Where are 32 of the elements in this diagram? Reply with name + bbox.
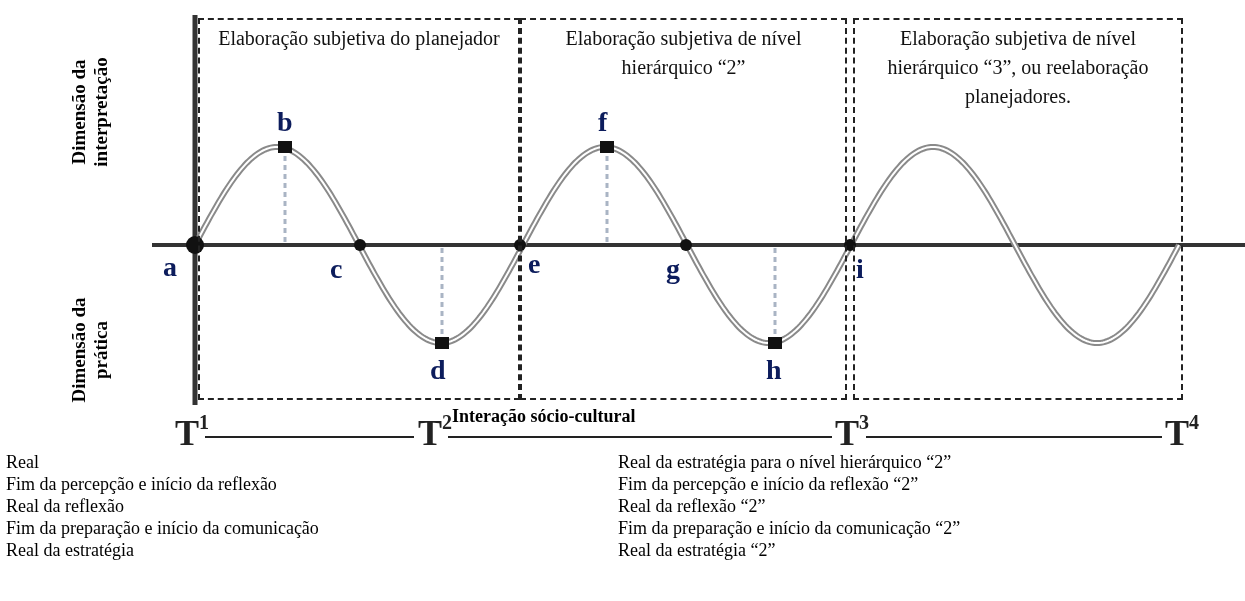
description-text: Real da estratégia bbox=[6, 539, 134, 561]
phase-title: Elaboração subjetiva de nível hierárquico “2” bbox=[564, 26, 803, 81]
point-label: g bbox=[666, 255, 680, 283]
point-label: i bbox=[856, 255, 864, 283]
point-label: b bbox=[277, 108, 293, 136]
time-label: T$^{2}$ bbox=[418, 411, 452, 451]
point-label: h bbox=[766, 356, 782, 384]
dashed-phase-box bbox=[853, 18, 1183, 400]
time-label: T$^{1}$ bbox=[175, 410, 209, 451]
time-label: T$^{4}$ bbox=[1165, 410, 1199, 451]
axis-title: Dimensão da interpretação bbox=[68, 56, 112, 169]
description-text: Fim da percepção e início da reflexão bbox=[6, 473, 277, 495]
phase-title: Elaboração subjetiva do planejador bbox=[217, 26, 501, 52]
description-text: Real da reflexão “2” bbox=[618, 495, 766, 517]
point-label: f bbox=[598, 108, 608, 136]
description-text: Real da reflexão bbox=[6, 495, 124, 517]
description-text: Real da estratégia para o nível hierárquico “2” bbox=[618, 451, 952, 473]
point-label: e bbox=[528, 250, 541, 278]
description-text: Fim da preparação e início da comunicação bbox=[6, 517, 319, 539]
description-text: Fim da preparação e início da comunicação “2” bbox=[618, 517, 961, 539]
dashed-phase-box bbox=[520, 18, 847, 400]
description-text: Real bbox=[6, 451, 39, 473]
point-label: c bbox=[330, 255, 343, 283]
timeline-label: Interação sócio-cultural bbox=[452, 406, 636, 426]
description-text: Fim da percepção e início da reflexão “2” bbox=[618, 473, 919, 495]
dashed-phase-box bbox=[198, 18, 520, 400]
point-label: a bbox=[163, 253, 177, 281]
phase-title: Elaboração subjetiva de nível hierárquico “3”, ou reelaboração planejadores. bbox=[886, 26, 1150, 110]
axis-title: Dimensão da prática bbox=[68, 296, 112, 405]
time-label: T$^{3}$ bbox=[835, 410, 869, 451]
point-label: d bbox=[430, 356, 446, 384]
description-text: Real da estratégia “2” bbox=[618, 539, 776, 561]
